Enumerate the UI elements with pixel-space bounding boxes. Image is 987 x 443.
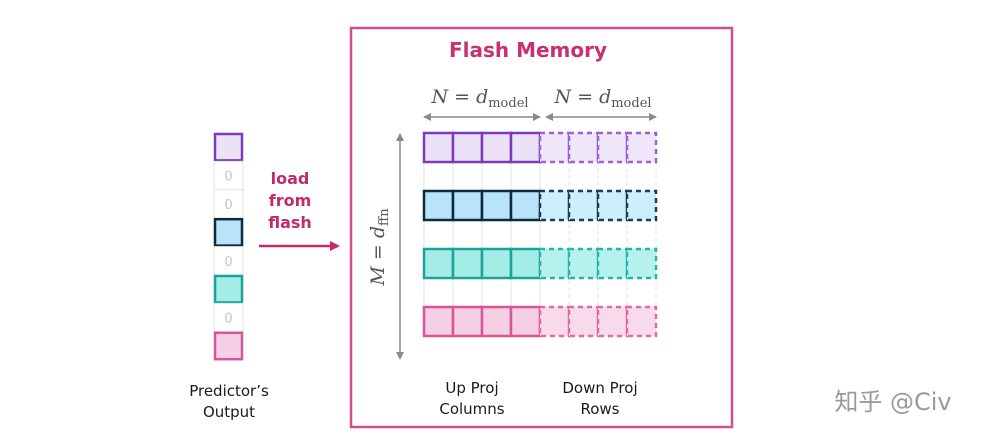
flash-memory-frame — [349, 26, 734, 429]
down-proj-cell-teal — [596, 247, 629, 280]
up-proj-cell-teal — [509, 247, 542, 280]
up-proj-cell-pink — [480, 305, 513, 338]
down-proj-cell-navy — [538, 189, 571, 222]
predictor-label-line-2: Output — [203, 403, 255, 421]
predictor-cell-value: 0 — [224, 170, 232, 185]
n-right-var: N — [553, 86, 572, 108]
load-label-line-3: flash — [268, 213, 312, 232]
down-proj-cell-teal — [625, 247, 658, 280]
up-proj-cell-pink — [509, 305, 542, 338]
down-proj-label-line-1: Down Proj — [562, 379, 637, 397]
flash-memory-title: Flash Memory — [449, 38, 607, 62]
load-from-flash-label: load from flash — [268, 169, 312, 232]
n-left-var: N — [430, 86, 449, 108]
up-proj-cell-navy — [480, 189, 513, 222]
n-left-sub: model — [488, 96, 528, 111]
n-left-d: d — [476, 86, 488, 108]
predictor-cell-navy — [213, 217, 244, 247]
up-proj-cell-navy — [451, 189, 484, 222]
up-proj-label-line-1: Up Proj — [445, 379, 498, 397]
up-proj-cell-purple — [422, 131, 455, 164]
up-proj-cell-pink — [451, 305, 484, 338]
down-proj-cell-purple — [567, 131, 600, 164]
n-right-d: d — [599, 86, 611, 108]
up-proj-cell-purple — [509, 131, 542, 164]
m-d: d — [367, 226, 389, 238]
down-proj-cell-teal — [567, 247, 600, 280]
predictor-cell-pink — [213, 331, 244, 361]
down-proj-cell-pink — [538, 305, 571, 338]
down-proj-cell-navy — [625, 189, 658, 222]
predictor-cell-value: 0 — [224, 312, 232, 327]
predictor-cell-value: 0 — [224, 198, 232, 213]
n-left-eq: = — [448, 86, 476, 108]
up-proj-cell-teal — [451, 247, 484, 280]
up-proj-cell-teal — [422, 247, 455, 280]
down-proj-cell-purple — [625, 131, 658, 164]
predictor-cell-zero — [213, 160, 244, 191]
dimension-label-n-left: N = dmodel — [430, 86, 528, 111]
dimension-label-m: M = dffn — [367, 208, 392, 287]
up-proj-label-line-2: Columns — [439, 400, 504, 418]
predictor-label-line-1: Predictor’s — [189, 382, 269, 400]
weight-matrix — [422, 131, 658, 338]
predictor-cell-zero — [213, 302, 244, 333]
m-eq: = — [367, 238, 389, 266]
down-proj-cell-purple — [596, 131, 629, 164]
down-proj-cell-teal — [538, 247, 571, 280]
up-proj-cell-purple — [480, 131, 513, 164]
down-proj-label-line-2: Rows — [580, 400, 619, 418]
m-sub: ffn — [377, 208, 392, 226]
down-proj-cell-navy — [596, 189, 629, 222]
load-label-line-1: load — [271, 169, 310, 188]
up-proj-cell-navy — [509, 189, 542, 222]
up-proj-cell-purple — [451, 131, 484, 164]
predictor-cell-teal — [213, 274, 244, 304]
down-proj-cell-purple — [538, 131, 571, 164]
predictor-label: Predictor’s Output — [189, 382, 269, 421]
up-proj-label: Up Proj Columns — [439, 379, 504, 418]
predictor-cell-purple — [213, 132, 244, 162]
dimension-label-n-right: N = dmodel — [553, 86, 651, 111]
watermark: 知乎 @Civ — [834, 388, 951, 416]
down-proj-cell-pink — [625, 305, 658, 338]
m-var: M — [367, 266, 389, 287]
down-proj-cell-pink — [567, 305, 600, 338]
n-right-eq: = — [571, 86, 599, 108]
predictor-output-column: 0 0 0 0 — [213, 132, 244, 361]
down-proj-cell-pink — [596, 305, 629, 338]
load-label-line-2: from — [269, 191, 312, 210]
n-right-sub: model — [611, 96, 651, 111]
up-proj-cell-teal — [480, 247, 513, 280]
up-proj-cell-pink — [422, 305, 455, 338]
down-proj-label: Down Proj Rows — [562, 379, 637, 418]
down-proj-cell-navy — [567, 189, 600, 222]
up-proj-cell-navy — [422, 189, 455, 222]
predictor-cell-value: 0 — [224, 255, 232, 270]
